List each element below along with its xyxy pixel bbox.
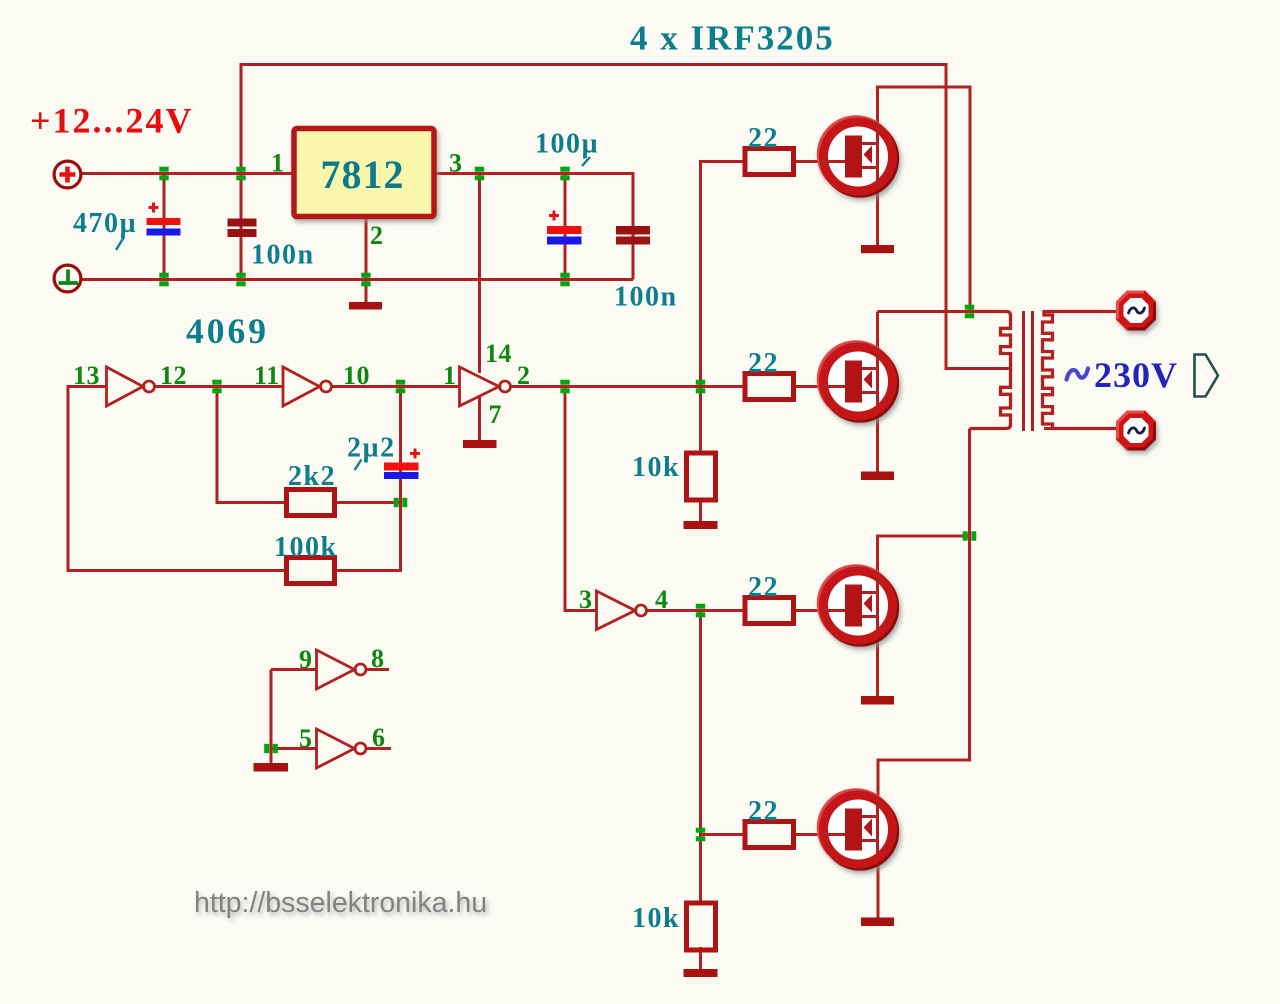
svg-text:470µ: 470µ <box>73 208 137 239</box>
svg-text:6: 6 <box>372 723 386 752</box>
svg-text:230V: 230V <box>1094 355 1178 395</box>
svg-text:10k: 10k <box>632 452 680 483</box>
svg-text:14: 14 <box>485 339 512 368</box>
svg-text:+12...24V: +12...24V <box>30 101 194 141</box>
svg-text:10k: 10k <box>632 903 680 934</box>
svg-text:http://bsselektronika.hu: http://bsselektronika.hu <box>196 890 489 922</box>
svg-text:4: 4 <box>655 585 669 614</box>
svg-text:12: 12 <box>160 361 187 390</box>
svg-text:11: 11 <box>254 361 280 390</box>
svg-text:1: 1 <box>271 149 285 178</box>
svg-text:7812: 7812 <box>321 152 405 197</box>
svg-text:100n: 100n <box>614 282 678 313</box>
svg-text:8: 8 <box>371 644 385 673</box>
svg-text:9: 9 <box>299 645 313 674</box>
svg-text:22: 22 <box>748 796 779 827</box>
svg-text:5: 5 <box>299 724 313 753</box>
svg-text:2: 2 <box>370 221 384 250</box>
svg-text:7: 7 <box>489 400 503 429</box>
svg-text:10: 10 <box>343 361 370 390</box>
svg-text:22: 22 <box>748 348 779 379</box>
svg-text:100µ: 100µ <box>535 129 599 160</box>
svg-text:100k: 100k <box>274 532 338 563</box>
svg-text:2k2: 2k2 <box>288 461 336 492</box>
svg-text:3: 3 <box>449 149 463 178</box>
svg-text:http://bsselektronika.hu: http://bsselektronika.hu <box>194 887 487 919</box>
svg-text:3: 3 <box>579 585 593 614</box>
svg-text:100n: 100n <box>251 240 315 271</box>
svg-text:2: 2 <box>517 361 531 390</box>
svg-text:2µ2: 2µ2 <box>347 433 396 464</box>
svg-text:22: 22 <box>748 572 779 603</box>
svg-text:4069: 4069 <box>186 311 269 351</box>
svg-text:22: 22 <box>748 123 779 154</box>
svg-text:1: 1 <box>443 361 457 390</box>
svg-text:4 x IRF3205: 4 x IRF3205 <box>630 19 835 58</box>
svg-text:13: 13 <box>73 361 100 390</box>
